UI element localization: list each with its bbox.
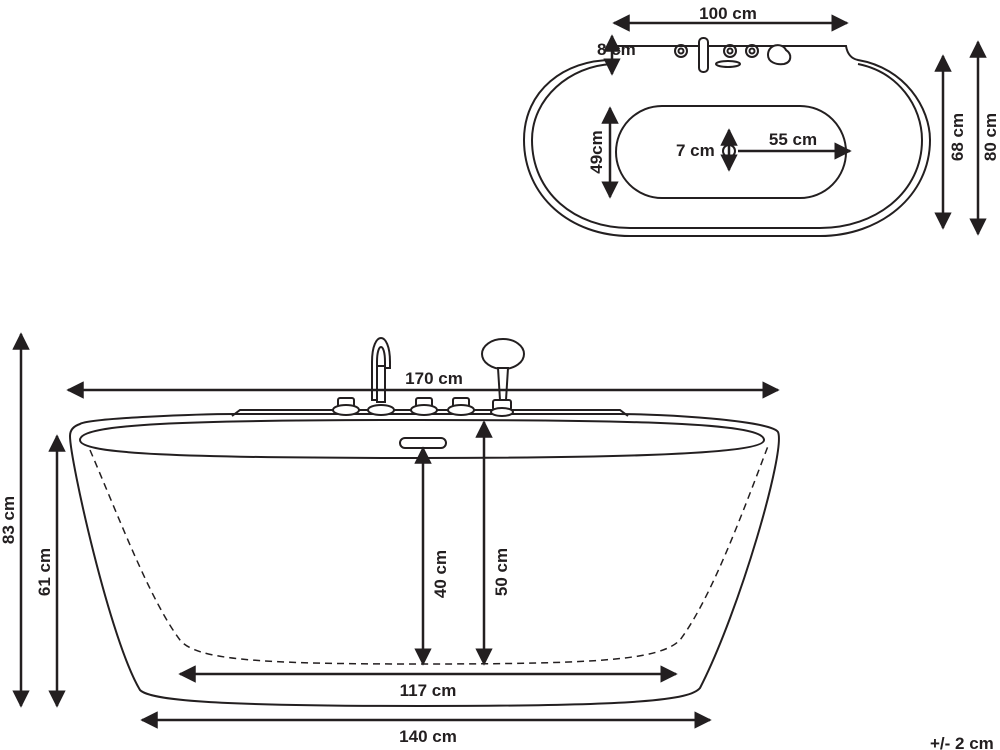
depth-outer-label: 80 cm [981,113,1000,161]
drain-offset-label: 55 cm [769,130,817,149]
top-view-knob [723,44,737,58]
side-knob-base [410,404,438,416]
depth-inner-label: 68 cm [948,113,967,161]
top-view-knob [726,47,734,55]
base-length-label: 140 cm [399,727,457,746]
shower-base [490,407,514,417]
top-view-outer-outline [522,45,932,237]
side-knob-base [367,404,395,416]
top-view-overflow [715,60,741,68]
rim-label: 8 cm [597,40,636,59]
body-height-label: 61 cm [35,548,54,596]
side-knob-base [447,404,475,416]
total-height-label: 83 cm [0,496,18,544]
top-view-rim-outline [530,63,924,229]
inner-width-label: 49cm [587,130,606,173]
side-view-faucet-hardware [332,337,525,417]
tolerance-note: +/- 2 cm [930,734,994,750]
side-view-overflow [399,437,447,449]
side-view-tub-body [68,413,780,708]
top-view-shower-head [766,44,792,66]
side-knob-base [332,404,360,416]
top-width-label: 100 cm [699,4,757,23]
top-view-knob [748,47,756,55]
spout-neck [376,365,386,403]
side-view-rim [78,418,766,460]
shower-handle [496,367,510,401]
top-view-knob [677,47,685,55]
shower-head-icon [481,338,525,370]
top-view-knob [745,44,759,58]
top-view-faucet-row [674,37,792,73]
top-view-spout [698,37,709,73]
top-view: 100 cm 8 cm 49cm 7 cm 55 cm 68 cm 80 cm [522,4,1000,237]
side-view-inner-basin [89,445,769,665]
overflow-height-label: 40 cm [431,550,450,598]
drain-label: 7 cm [676,141,715,160]
top-length-label: 170 cm [405,369,463,388]
inner-bottom-label: 117 cm [400,681,457,700]
top-view-knob [674,44,688,58]
rim-height-label: 50 cm [492,548,511,596]
side-view: 83 cm 61 cm 170 cm 40 cm 50 cm 117 cm 14… [0,332,780,746]
